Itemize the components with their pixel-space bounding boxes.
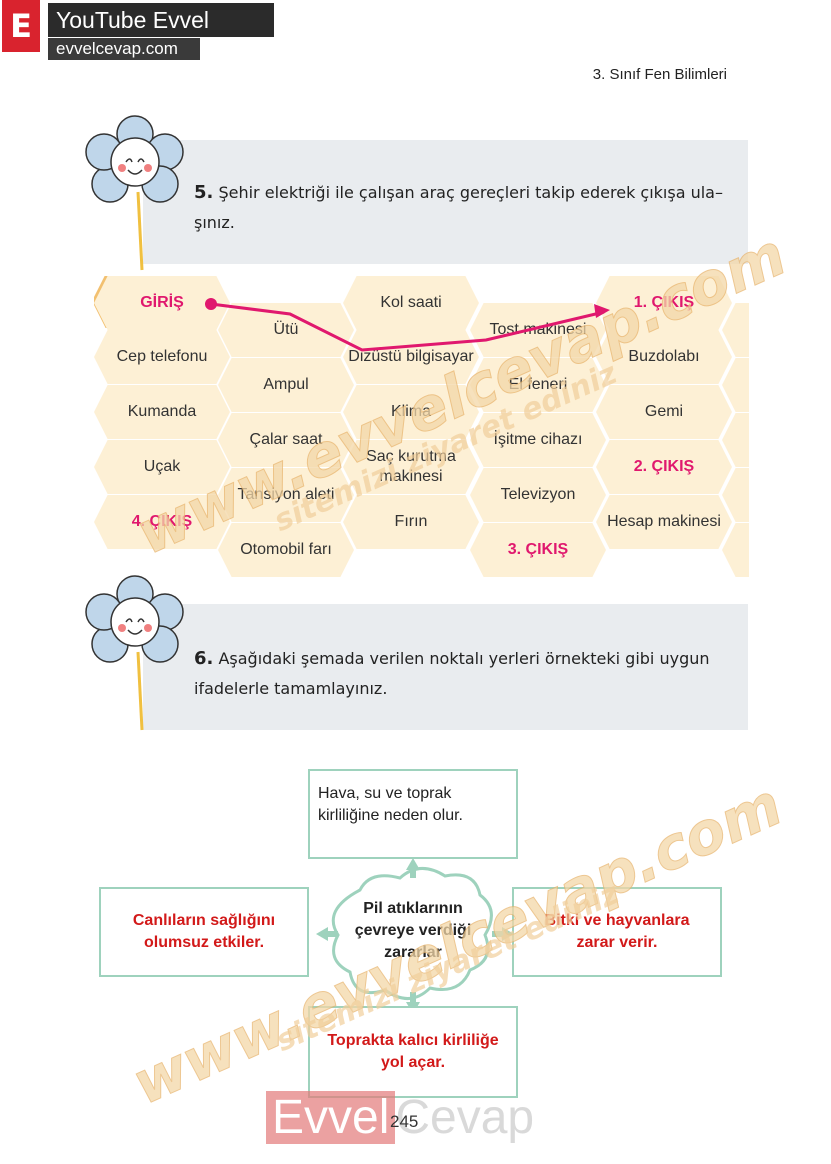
hex-cell[interactable]: Çalar saat [218, 413, 354, 467]
brand-title: YouTube Evvel Cevap [48, 3, 274, 67]
question-5-number: 5. [194, 182, 214, 203]
footer-brand-a: Evvel [266, 1091, 396, 1144]
hex-cell[interactable]: Tansiyon aleti [218, 468, 354, 522]
hex-cell[interactable]: Televizyon [470, 468, 606, 522]
hex-cell[interactable]: Kumanda [94, 385, 230, 439]
diagram-bottom-box: Toprakta kalıcı kirliliğe yol açar. [308, 1006, 518, 1098]
hex-cell[interactable]: İşitme cihazı [470, 413, 606, 467]
hex-cell[interactable]: Saç kurutma makinesi [343, 440, 479, 494]
hex-cell[interactable]: Kol saati [343, 276, 479, 330]
question-6-number: 6. [194, 648, 214, 669]
question-5-body: Şehir elektriği ile çalışan araç gereçle… [194, 183, 723, 232]
diagram-arrows [316, 858, 514, 1014]
diagram-right-box: Bitki ve hayvanlara zarar verir. [512, 887, 722, 977]
page-number: 245 [390, 1112, 419, 1131]
question-5-panel [143, 140, 748, 264]
hex-cell[interactable]: Ampul [218, 358, 354, 412]
footer-brand-b: Cevap [395, 1091, 535, 1144]
hex-cell[interactable]: Cep telefonu [94, 330, 230, 384]
hex-cell[interactable]: Fırın [343, 495, 479, 549]
hex-cell[interactable]: Tost makinesi [470, 303, 606, 357]
hex-cell[interactable]: 4. ÇIKIŞ [94, 495, 230, 549]
maze-path [205, 298, 610, 352]
hex-cell[interactable]: Buzdolabı [596, 330, 732, 384]
question-5-text: 5. Şehir elektriği ile çalışan araç gere… [194, 178, 738, 238]
hex-cell[interactable]: Otomobil farı [218, 523, 354, 577]
diagram-center: Pil atıklarının çevreye verdiği zararlar [354, 900, 472, 961]
brand-url[interactable]: evvelcevap.com [48, 38, 200, 60]
hex-cell[interactable]: El feneri [470, 358, 606, 412]
hex-cell[interactable]: 1. ÇIKIŞ [596, 276, 732, 330]
hex-cell[interactable]: Dizüstü bilgisayar [343, 330, 479, 384]
hex-cell[interactable]: 3. ÇIKIŞ [470, 523, 606, 577]
book-title: 3. Sınıf Fen Bilimleri [592, 66, 727, 83]
diagram-left-box: Canlıların sağlığını olumsuz etkiler. [99, 887, 309, 977]
hex-cell[interactable]: Hesap makinesi [596, 495, 732, 549]
hex-cell[interactable]: Gemi [596, 385, 732, 439]
hex-maze: GİRİŞ Cep telefonu Kumanda Uçak 4. ÇIKIŞ… [94, 276, 749, 582]
hex-cell[interactable]: 2. ÇIKIŞ [596, 440, 732, 494]
question-6-panel [143, 604, 748, 730]
brand-logo: E [2, 0, 40, 52]
question-6-body: Aşağıdaki şemada verilen noktalı yerleri… [194, 649, 710, 698]
flower-icon [85, 575, 184, 731]
hex-cell[interactable]: Uçak [94, 440, 230, 494]
question-6-text: 6. Aşağıdaki şemada verilen noktalı yerl… [194, 644, 738, 704]
flower-icon [85, 115, 184, 271]
hex-cell[interactable]: Klima [343, 385, 479, 439]
diagram-top-box: Hava, su ve toprak kirliliğine neden olu… [308, 769, 518, 859]
